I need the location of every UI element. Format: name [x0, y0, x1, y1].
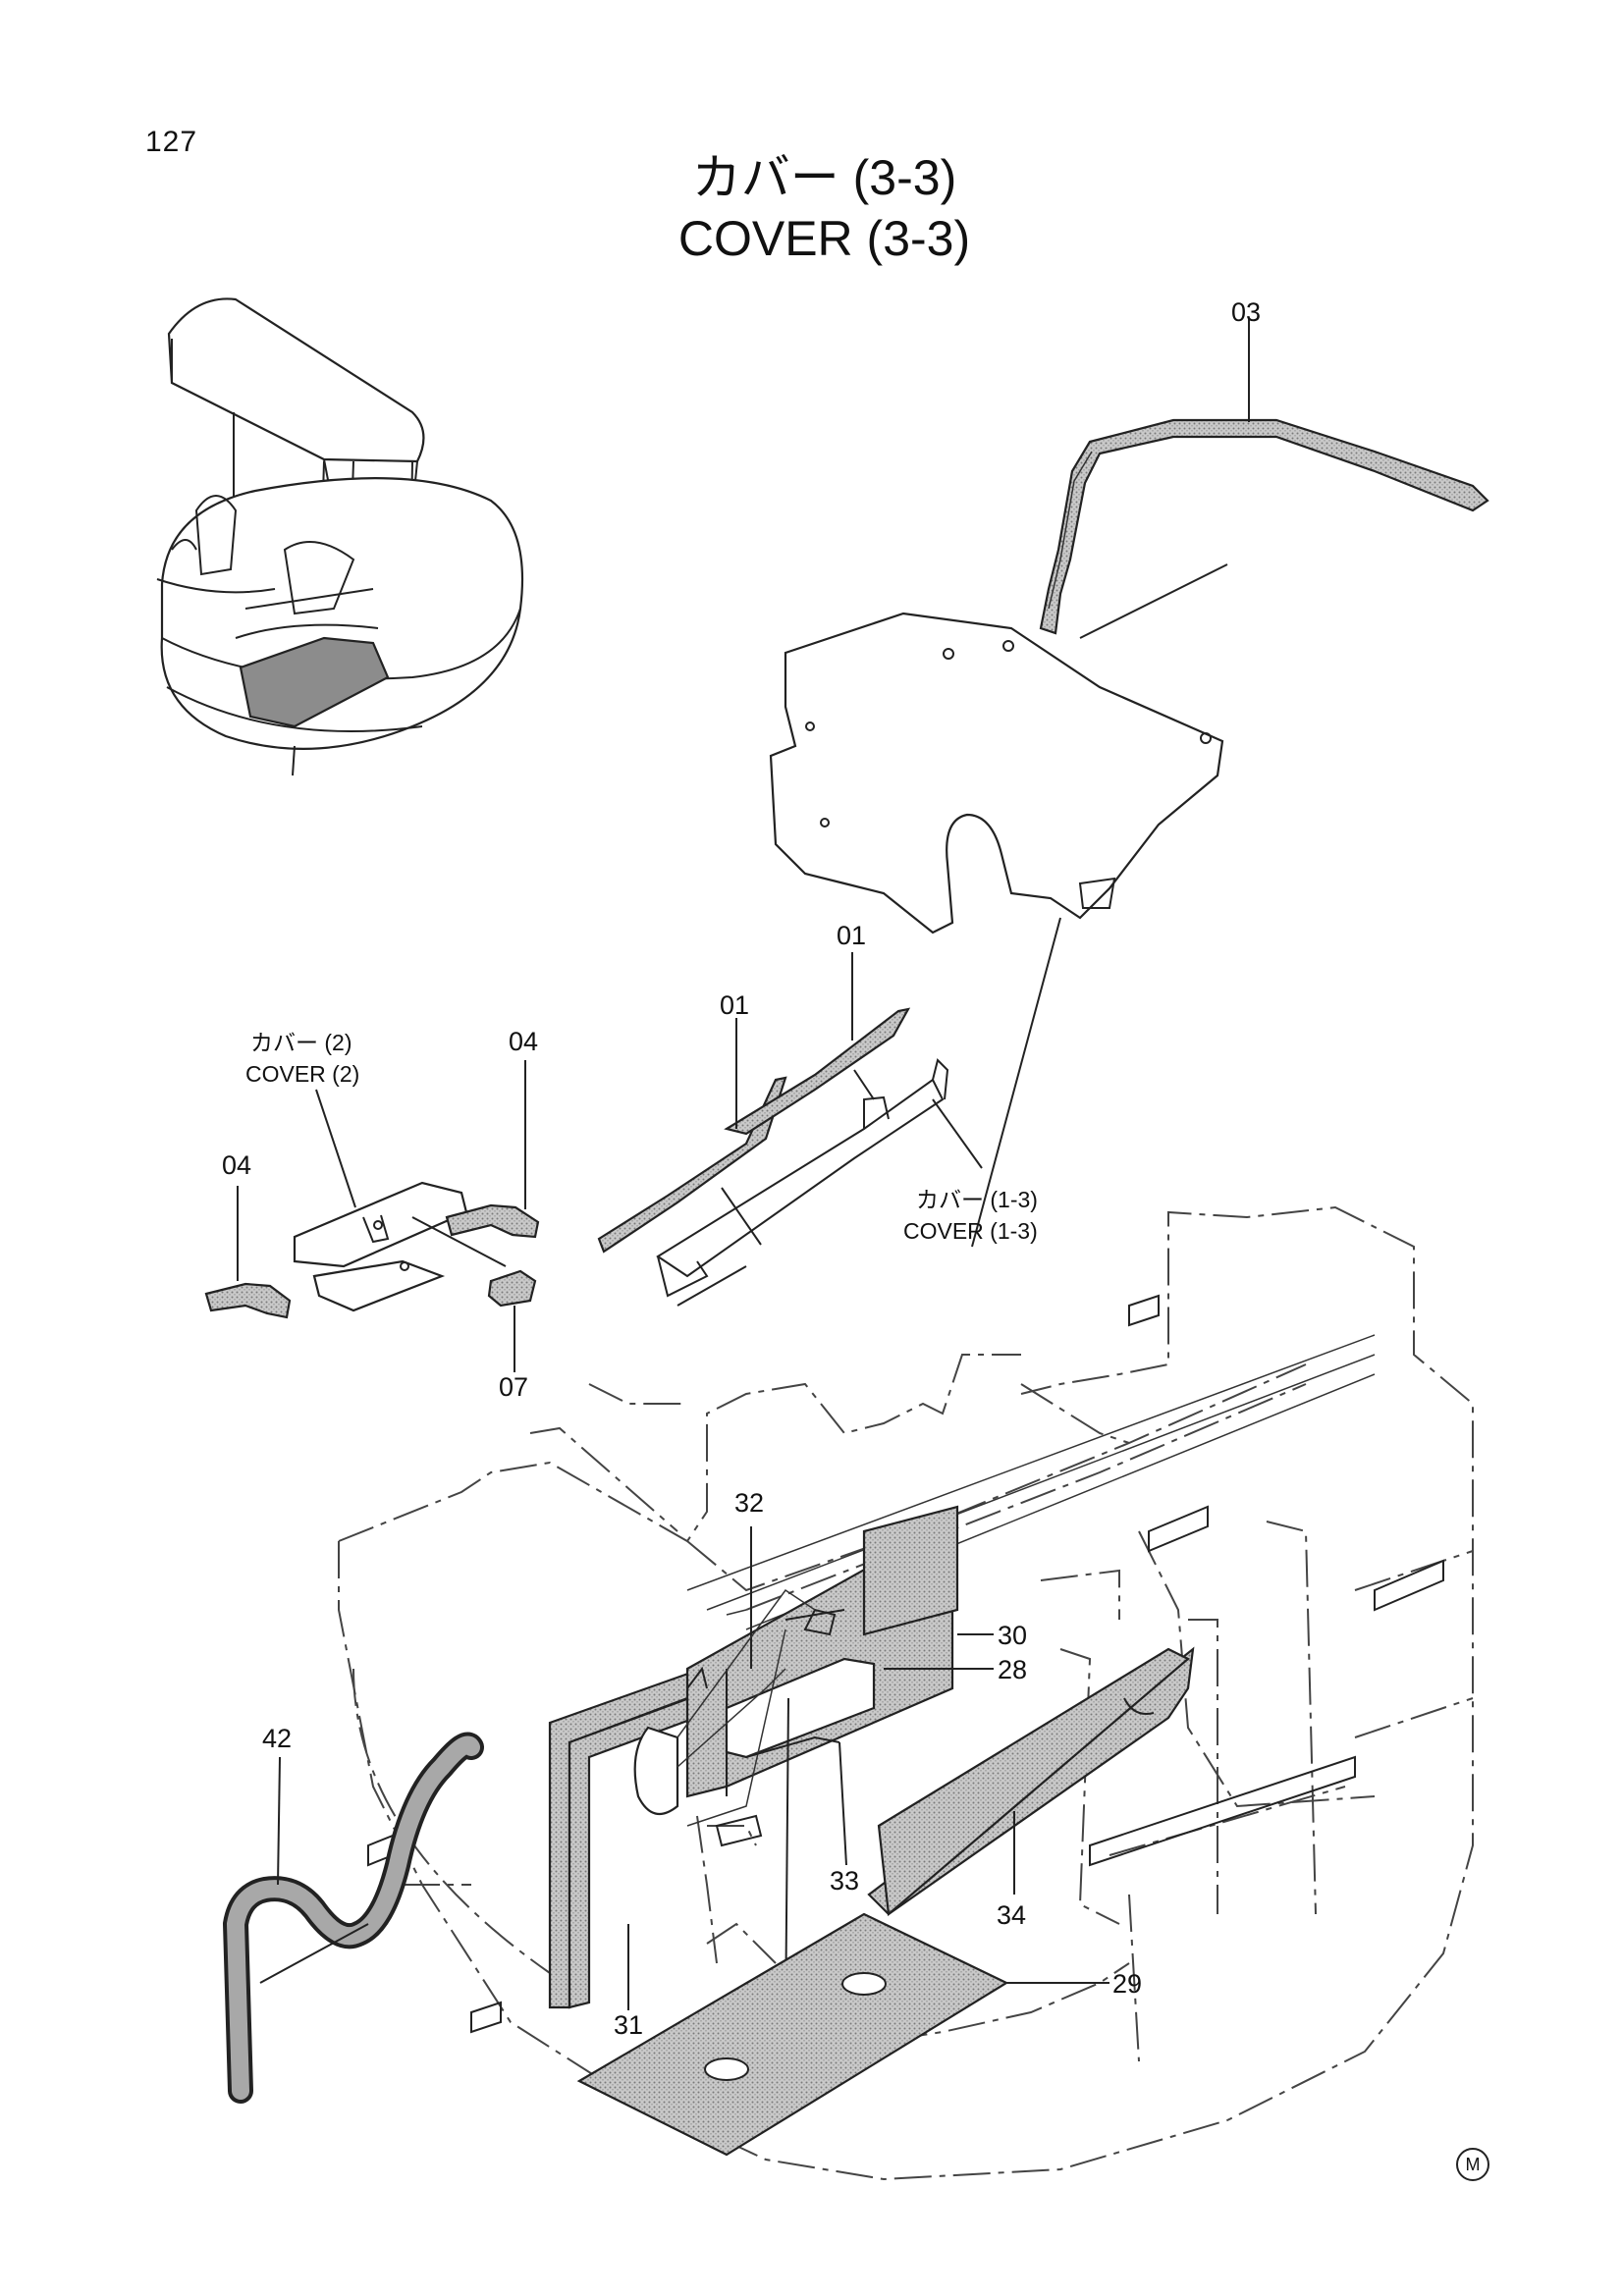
reference-cover-1-3-ja: カバー (1-3) — [916, 1187, 1038, 1212]
part-34-panel: 34 — [867, 1646, 1195, 1930]
callout-04-lower: 04 — [222, 1150, 251, 1180]
reference-cover-2-en: COVER (2) — [245, 1061, 359, 1087]
callout-28: 28 — [998, 1655, 1027, 1684]
callout-42: 42 — [262, 1724, 292, 1753]
part-42-hose: 42 — [222, 1724, 484, 2104]
cover-1-3-frame: カバー (1-3) COVER (1-3) — [656, 1058, 1038, 1307]
manufacturer-mark-icon: M — [1456, 2148, 1489, 2181]
part-03-seal: 03 — [1039, 297, 1489, 639]
reference-cover-2-ja: カバー (2) — [250, 1030, 352, 1055]
callout-31: 31 — [614, 2010, 643, 2040]
callout-03: 03 — [1231, 297, 1261, 327]
page-number: 127 — [145, 126, 198, 158]
machine-overview-illustration — [156, 297, 524, 776]
reference-cover-1-3-en: COVER (1-3) — [903, 1218, 1038, 1244]
callout-04-upper: 04 — [509, 1027, 538, 1056]
part-01-strips: 01 01 — [597, 921, 911, 1254]
lower-frame-outline — [338, 1205, 1474, 2181]
part-33: 33 — [745, 1697, 859, 2028]
callout-32: 32 — [734, 1488, 764, 1518]
callout-01-right: 01 — [837, 921, 866, 950]
callout-34: 34 — [997, 1900, 1026, 1930]
callout-30: 30 — [998, 1621, 1027, 1650]
callout-29: 29 — [1112, 1969, 1142, 1999]
callout-33: 33 — [830, 1866, 859, 1896]
part-32-30-28-assembly: 32 30 28 — [676, 1488, 1027, 1827]
callout-01-left: 01 — [720, 990, 749, 1020]
title-english: COVER (3-3) — [677, 211, 971, 266]
callout-07: 07 — [499, 1372, 528, 1402]
cover-2-assembly: カバー (2) COVER (2) 04 04 07 — [204, 1027, 540, 1402]
part-29-plate: 29 — [576, 1912, 1142, 2157]
page-title: カバー (3-3) COVER (3-3) — [0, 147, 1623, 269]
title-japanese: カバー (3-3) — [691, 150, 957, 205]
cover-plate-upper — [769, 612, 1224, 1248]
